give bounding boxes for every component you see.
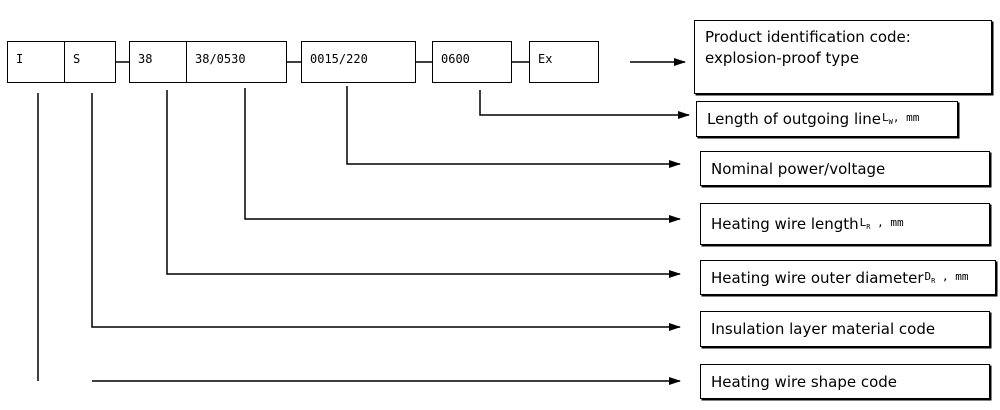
desc-outgoing-length-label: Length of outgoing line [707,110,882,128]
desc-outgoing-length-unit: LW, mm [882,111,920,127]
arrow-power-voltage [346,86,681,168]
arrow-diameter [166,90,681,278]
desc-shape: Heating wire shape code [700,364,990,399]
desc-diameter-unit: DR , mm [924,269,969,286]
code-segment-diameter: 38 [129,41,187,83]
desc-product-id-line2: explosion-proof type [705,49,860,67]
desc-wire-length: Heating wire length LR , mm [700,203,990,245]
code-segment-outgoing-length: 0600 [432,41,512,83]
desc-diameter-label: Heating wire outer diameter [711,268,924,287]
desc-wire-length-unit: LR , mm [859,216,904,232]
desc-product-id: Product identification code: explosion-p… [694,20,992,94]
desc-outgoing-length: Length of outgoing line LW, mm [696,101,958,137]
desc-product-id-line1: Product identification code: [705,28,911,46]
arrow-insulation [91,93,681,331]
desc-insulation-label: Insulation layer material code [711,320,936,338]
arrow-outgoing-length [479,90,690,119]
code-segment-product-id: Ex [529,41,599,83]
desc-power-voltage-label: Nominal power/voltage [711,159,886,178]
desc-wire-length-label: Heating wire length [711,215,859,233]
desc-insulation: Insulation layer material code [700,311,990,347]
arrow-wire-length [244,88,681,223]
code-segment-power-voltage: 0015/220 [301,41,416,83]
desc-shape-label: Heating wire shape code [711,372,898,391]
code-segment-wire-length: 38/0530 [186,41,287,83]
code-segment-shape: I [7,41,65,83]
desc-power-voltage: Nominal power/voltage [700,151,990,186]
desc-diameter: Heating wire outer diameter DR , mm [700,260,996,295]
code-segment-insulation: S [64,41,116,83]
